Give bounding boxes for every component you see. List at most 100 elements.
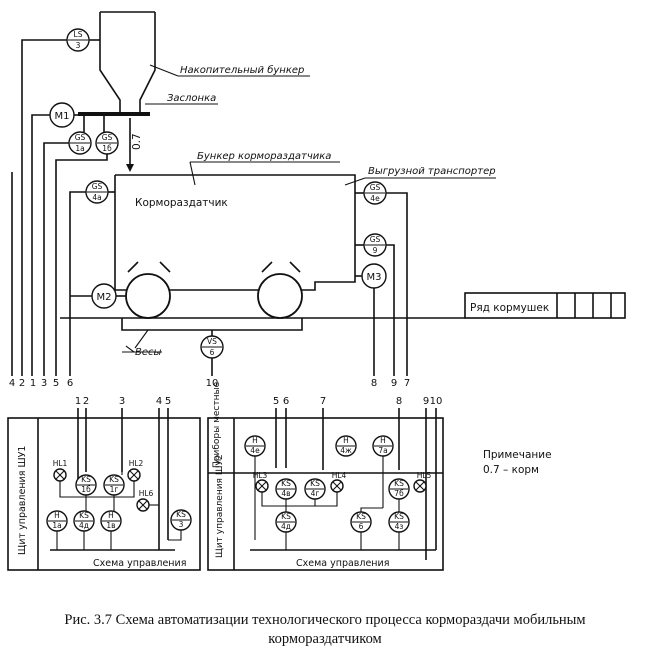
- svg-text:GS: GS: [75, 133, 86, 142]
- svg-text:H: H: [252, 436, 258, 445]
- caption-line-1: Рис. 3.7 Схема автоматизации технологиче…: [64, 612, 585, 628]
- svg-text:6: 6: [359, 522, 364, 531]
- m2-motor: M2: [91, 283, 126, 309]
- svg-text:GS: GS: [370, 183, 381, 192]
- feeder-body: Бункер кормораздатчика Выгрузной транспо…: [114, 151, 496, 291]
- feed-flow-arrow: 0.7: [126, 118, 143, 172]
- svg-text:6: 6: [283, 396, 289, 407]
- gate-label: Заслонка: [167, 93, 216, 104]
- svg-text:5: 5: [273, 396, 279, 407]
- svg-text:1а: 1а: [75, 144, 84, 153]
- gs4a-sensor: GS 4а: [85, 180, 115, 204]
- svg-text:8: 8: [396, 396, 402, 407]
- svg-text:4е: 4е: [250, 446, 260, 455]
- svg-text:KS: KS: [79, 511, 89, 520]
- gs1b-sensor: GS 1б: [95, 115, 119, 155]
- wheel-left: [125, 273, 171, 319]
- svg-text:5: 5: [165, 396, 171, 407]
- svg-text:1б: 1б: [102, 144, 112, 153]
- svg-text:HL5: HL5: [417, 471, 432, 480]
- svg-text:4в: 4в: [281, 489, 290, 498]
- svg-text:GS: GS: [370, 235, 381, 244]
- svg-text:HL3: HL3: [253, 471, 268, 480]
- m3-motor: M3: [355, 263, 387, 289]
- wire-numbers-top: 4 2 1 3 5 6 10 8 9 7: [9, 378, 410, 389]
- wire-num: 10: [206, 378, 219, 389]
- gs4e-sensor: GS 4е: [355, 181, 387, 205]
- figure-caption: Рис. 3.7 Схема автоматизации технологиче…: [64, 612, 585, 647]
- caption-line-2: кормораздатчиком: [268, 631, 381, 647]
- svg-text:VS: VS: [207, 337, 217, 346]
- svg-text:KS: KS: [281, 512, 291, 521]
- wire-num: 9: [391, 378, 397, 389]
- panel1-side-title: Щит управления ШУ1: [17, 446, 28, 555]
- gs1a-sensor: GS 1а: [68, 115, 92, 155]
- svg-text:6: 6: [210, 348, 215, 357]
- gate: Заслонка: [78, 93, 218, 116]
- svg-text:1: 1: [75, 396, 81, 407]
- svg-text:1в: 1в: [106, 521, 115, 530]
- svg-text:LS: LS: [74, 30, 83, 39]
- gs9-sensor: GS 9: [355, 233, 387, 257]
- feeder-label: Кормораздатчик: [135, 197, 228, 209]
- svg-text:1б: 1б: [81, 485, 91, 494]
- svg-text:KS: KS: [356, 512, 366, 521]
- svg-text:10: 10: [430, 396, 443, 407]
- svg-text:7а: 7а: [378, 446, 387, 455]
- svg-text:4д: 4д: [281, 522, 291, 531]
- svg-text:KS: KS: [81, 475, 91, 484]
- hopper-label: Накопительный бункер: [180, 64, 304, 76]
- feeding-row-label: Ряд кормушек: [470, 302, 549, 314]
- svg-text:3: 3: [179, 520, 184, 529]
- ground-and-scales: Весы: [60, 317, 465, 358]
- panel-shu1: Щит управления ШУ1 1 2 3 4 5 HL1 HL2 HL6…: [7, 396, 201, 571]
- feeder-hopper-label: Бункер кормораздатчика: [197, 151, 331, 162]
- svg-text:HL2: HL2: [129, 459, 144, 468]
- svg-text:M2: M2: [97, 292, 112, 303]
- svg-text:HL1: HL1: [53, 459, 68, 468]
- svg-text:M1: M1: [55, 111, 70, 122]
- wire-num: 5: [53, 378, 59, 389]
- svg-text:H: H: [54, 511, 60, 520]
- svg-text:GS: GS: [92, 182, 103, 191]
- wire-num: 8: [371, 378, 377, 389]
- wheel-right: [257, 273, 303, 319]
- svg-text:3: 3: [76, 41, 81, 50]
- svg-text:KS: KS: [281, 479, 291, 488]
- storage-hopper: Накопительный бункер: [99, 11, 310, 115]
- svg-text:4е: 4е: [370, 194, 380, 203]
- panel1-scheme-label: Схема управления: [93, 558, 186, 569]
- wire-num: 3: [41, 378, 47, 389]
- svg-text:KS: KS: [109, 475, 119, 484]
- svg-text:KS: KS: [394, 512, 404, 521]
- wire-num: 7: [404, 378, 410, 389]
- panel2-scheme-label: Схема управления: [296, 558, 389, 569]
- svg-text:H: H: [380, 436, 386, 445]
- note: Примечание 0.7 – корм: [483, 449, 552, 476]
- wire-num: 4: [9, 378, 15, 389]
- signal-lines: [11, 39, 408, 376]
- svg-text:4: 4: [156, 396, 162, 407]
- svg-text:4д: 4д: [79, 521, 89, 530]
- svg-text:3: 3: [119, 396, 125, 407]
- svg-text:H: H: [108, 511, 114, 520]
- svg-text:9: 9: [373, 246, 378, 255]
- svg-text:GS: GS: [102, 133, 113, 142]
- svg-text:7б: 7б: [394, 489, 404, 498]
- note-title: Примечание: [483, 449, 552, 461]
- svg-text:7: 7: [320, 396, 326, 407]
- svg-text:1г: 1г: [110, 485, 119, 494]
- panel-shu2: Приборы местные Щит управления ШУ2 5 6 7…: [207, 381, 444, 571]
- svg-text:HL6: HL6: [139, 489, 154, 498]
- svg-text:KS: KS: [176, 510, 186, 519]
- svg-text:KS: KS: [394, 479, 404, 488]
- svg-text:4а: 4а: [92, 193, 101, 202]
- wire-num: 2: [19, 378, 25, 389]
- wheels: [125, 261, 303, 319]
- svg-text:H: H: [343, 436, 349, 445]
- ls3-sensor: LS 3: [66, 28, 100, 52]
- svg-text:M3: M3: [367, 272, 382, 283]
- panel2-side-title: Щит управления ШУ2: [215, 454, 225, 558]
- wire-num: 6: [67, 378, 73, 389]
